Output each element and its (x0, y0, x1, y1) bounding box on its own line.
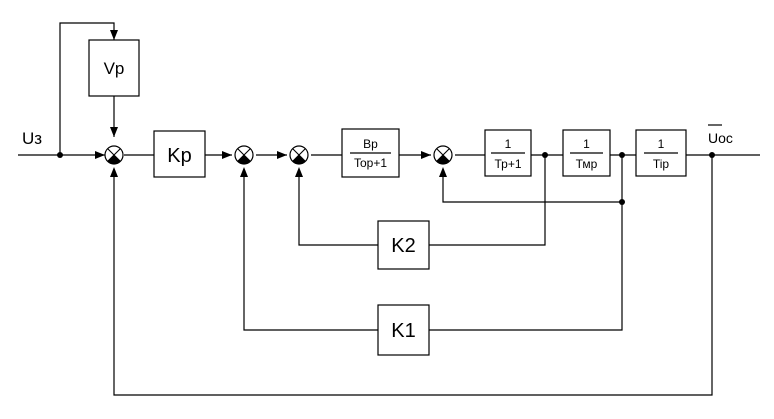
summing-junction-4 (433, 145, 453, 165)
block-wp: Вр Top+1 (341, 128, 400, 178)
block-tp: 1 Тр+1 (484, 129, 532, 177)
block-tip: 1 Tip (635, 129, 687, 177)
junction-after-tmp (619, 152, 625, 158)
block-kp-label: Kp (167, 145, 191, 167)
input-signal-label: Uз (22, 129, 42, 148)
junction-output (709, 152, 715, 158)
block-tp-numerator: 1 (505, 137, 512, 151)
block-k1: K1 (377, 304, 430, 356)
junction-input (57, 152, 63, 158)
arrow-k2-to-sum3 (295, 167, 303, 177)
junction-after-tp (542, 152, 548, 158)
arrow-into-sum4 (421, 151, 431, 159)
arrow-vp-to-sum1 (110, 127, 118, 137)
block-tip-numerator: 1 (658, 137, 665, 151)
block-wp-numerator: Вр (363, 137, 378, 151)
arrow-into-sum3 (277, 151, 287, 159)
summing-junction-1 (104, 145, 124, 165)
arrow-into-sum1 (95, 151, 105, 159)
block-tip-denominator: Tip (653, 157, 670, 171)
arrow-k1-to-sum2 (240, 167, 248, 177)
block-k1-label: K1 (391, 320, 415, 342)
summing-junction-2 (234, 145, 254, 165)
junction-dots (57, 152, 715, 205)
output-signal-label: Uoc (708, 130, 733, 146)
block-tmp: 1 Тмр (562, 129, 611, 177)
arrowheads (95, 30, 447, 177)
block-tmp-denominator: Тмр (576, 157, 598, 171)
output-signal: Uoc (708, 124, 733, 146)
block-vp: Vp (88, 39, 140, 97)
block-tp-denominator: Тр+1 (494, 157, 521, 171)
arrow-into-sum2 (222, 151, 232, 159)
block-k2-label: K2 (391, 235, 415, 257)
block-vp-label: Vp (104, 59, 125, 78)
arrow-into-vp (110, 30, 118, 40)
signal-wires (18, 22, 760, 396)
block-tmp-numerator: 1 (583, 137, 590, 151)
arrow-fb-to-sum1 (110, 167, 118, 177)
block-wp-denominator: Top+1 (354, 156, 387, 170)
block-k2: K2 (377, 220, 430, 270)
summing-junction-3 (289, 145, 309, 165)
arrow-fb-to-sum4 (439, 167, 447, 177)
block-kp: Kp (153, 130, 206, 178)
junction-inner-feedback (619, 199, 625, 205)
